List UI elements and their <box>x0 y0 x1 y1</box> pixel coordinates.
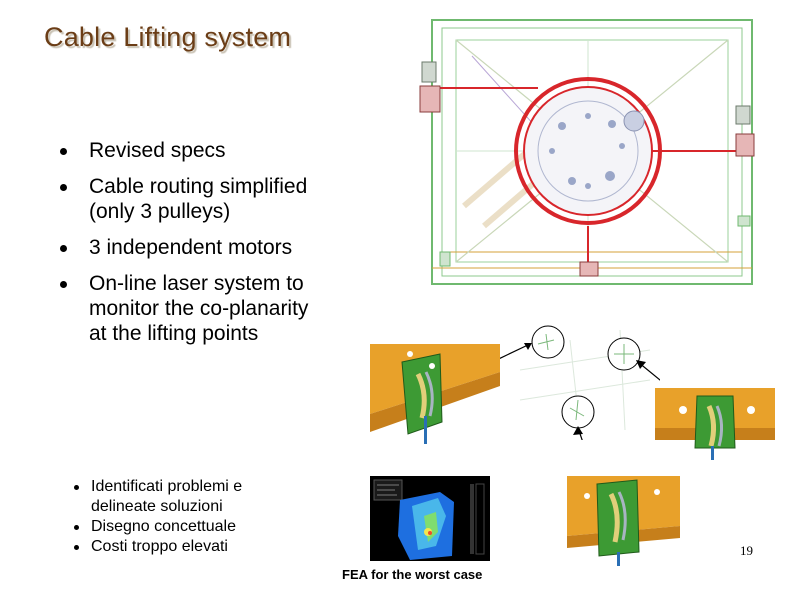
sub-bullet-item: Costi troppo elevati <box>74 537 304 557</box>
bullet-item: 3 independent motors <box>60 235 330 260</box>
slide-title: Cable Lifting system <box>44 22 292 52</box>
bullet-item: Cable routing simplified (only 3 pulleys… <box>60 174 330 224</box>
bullet-item: On-line laser system to monitor the co-p… <box>60 271 330 346</box>
laser-layout-drawing <box>500 325 660 440</box>
bullet-text: Revised specs <box>89 139 226 162</box>
sub-bullet-item: Disegno concettuale <box>74 517 304 537</box>
bullet-dot-icon <box>74 485 79 490</box>
sub-bullet-text: Disegno concettuale <box>91 518 236 535</box>
bullet-text: Cable routing simplified (only 3 pulleys… <box>89 175 308 223</box>
left-bracket-render <box>370 344 500 444</box>
bullet-text: 3 independent motors <box>89 236 293 259</box>
fea-plot-image <box>370 476 490 561</box>
bullet-text: On-line laser system to monitor the co-p… <box>89 272 309 345</box>
bullet-dot-icon <box>74 525 79 530</box>
bullet-dot-icon <box>74 545 79 550</box>
cad-top-view-drawing <box>412 16 764 291</box>
bullet-dot-icon <box>60 245 67 252</box>
sub-bullet-text: Identificati problemi e delineate soluzi… <box>91 478 243 515</box>
sub-bullet-item: Identificati problemi e delineate soluzi… <box>74 477 304 517</box>
secondary-bullet-list: Identificati problemi e delineate soluzi… <box>74 477 304 557</box>
fea-caption: FEA for the worst case <box>342 567 483 582</box>
bottom-bracket-render <box>567 476 680 566</box>
sub-bullet-text: Costi troppo elevati <box>91 538 228 555</box>
bullet-dot-icon <box>60 281 67 288</box>
bullet-dot-icon <box>60 148 67 155</box>
page-number: 19 <box>740 543 753 558</box>
bullet-item: Revised specs <box>60 138 330 163</box>
right-bracket-render <box>655 388 775 460</box>
bullet-dot-icon <box>60 184 67 191</box>
main-bullet-list: Revised specs Cable routing simplified (… <box>60 138 330 357</box>
